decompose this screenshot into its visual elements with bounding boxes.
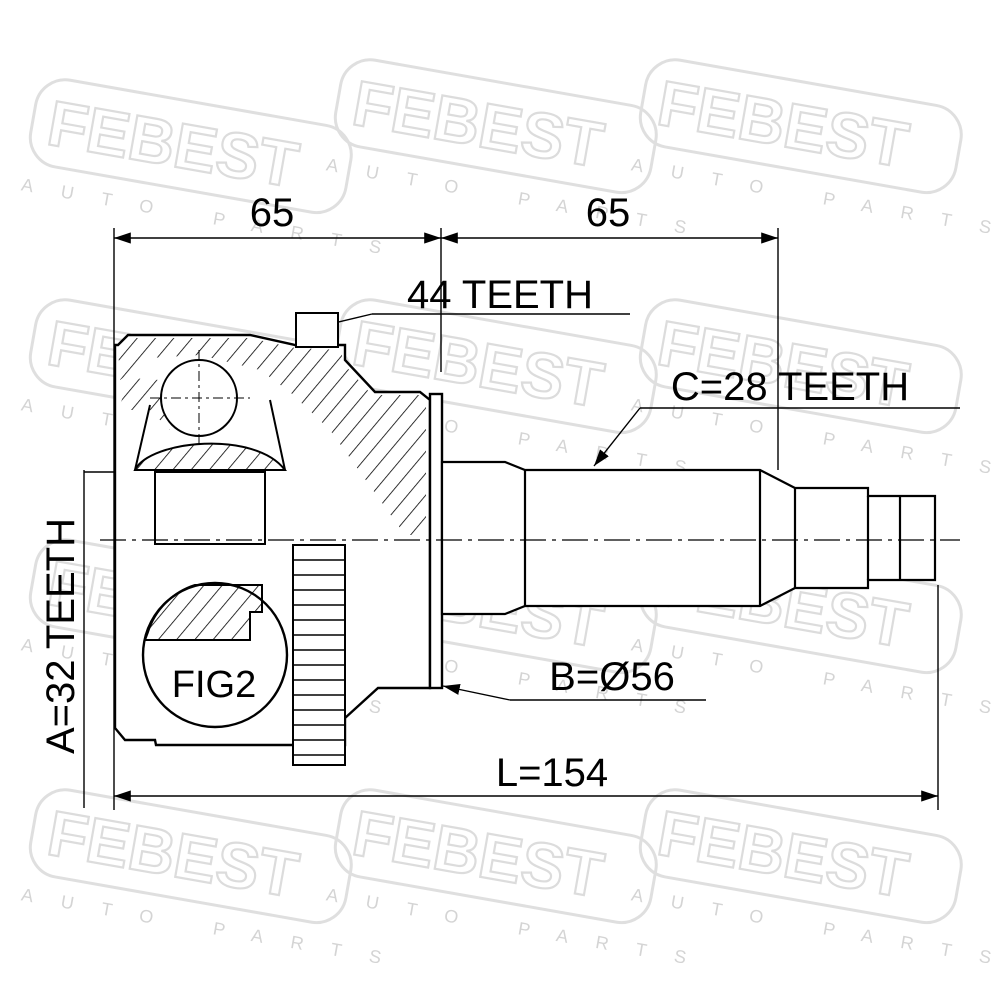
leader-c-arrow [593, 407, 641, 467]
watermark-3: FEBEST AUTO PARTS [630, 58, 1000, 242]
flange-face [428, 392, 444, 690]
abs-tone-ring [292, 544, 346, 766]
tone-ring-body [292, 544, 346, 766]
outer-tooth-key [295, 312, 339, 348]
outer-teeth-label: 44 TEETH [407, 273, 593, 317]
housing-hatch [118, 338, 426, 535]
stub-shaft [440, 460, 937, 616]
housing-hatch-lower [118, 378, 170, 430]
length-l-label: L=154 [496, 751, 608, 795]
ball-cage-assembly [133, 359, 288, 545]
spline-c-label: C=28 TEETH [671, 365, 909, 409]
fig2-detail [141, 581, 289, 729]
cage-line-left [134, 404, 151, 471]
inner-spline-box [154, 471, 266, 545]
dim-label-right: 65 [586, 191, 631, 235]
cage-line-right [269, 399, 286, 471]
spline-a-label: A=32 TEETH [39, 518, 83, 754]
tone-ring-teeth [293, 559, 345, 756]
diameter-b-label: B=Ø56 [549, 655, 675, 699]
shaft-outline [440, 460, 937, 616]
fig2-section [143, 584, 263, 641]
fig2-label: FIG2 [172, 664, 256, 706]
inner-race-section [133, 442, 288, 471]
dim-label-left: 65 [250, 191, 295, 235]
leader-b-arrow [442, 683, 511, 701]
watermark-12: FEBEST AUTO PARTS [630, 788, 1000, 972]
